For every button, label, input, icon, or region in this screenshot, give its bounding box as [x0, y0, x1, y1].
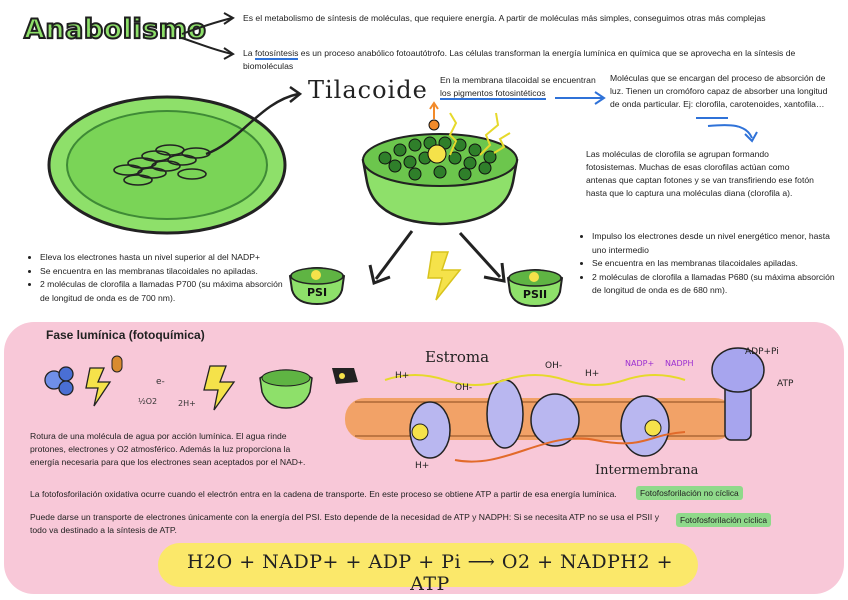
psii-item: Se encuentra en las membranas tilacoidal…: [592, 257, 837, 271]
pigments-location-line1: En la membrana tilacoidal se encuentran: [440, 74, 605, 87]
atp-label: ATP: [777, 379, 794, 389]
psii-list: Impulso los electrones desde un nivel en…: [580, 230, 837, 298]
pigments-underline: [690, 112, 770, 146]
hplus-label-3: H+: [415, 461, 429, 471]
hplus-label-2: H+: [585, 369, 599, 379]
header-arrows: [178, 8, 238, 63]
anabolismo-definition: Es el metabolismo de síntesis de molécul…: [243, 12, 833, 25]
hplus-label-1: H+: [395, 371, 409, 381]
antenna-description: Las moléculas de clorofila se agrupan fo…: [586, 148, 818, 200]
fotosintesis-prefix: La: [243, 48, 255, 58]
psi-item: 2 moléculas de clorofila a llamadas P700…: [40, 278, 285, 305]
ohminus-label-2: OH-: [455, 383, 472, 393]
nadp-label: NADP+: [625, 359, 654, 368]
fase-luminica-title: Fase lumínica (fotoquímica): [46, 328, 205, 342]
psi-icon: PSI: [286, 262, 348, 306]
tilacoide-label: Tilacoide: [308, 76, 428, 104]
e-label: e-: [156, 377, 165, 387]
water-photolysis-text: Rotura de una molécula de agua por acció…: [30, 430, 320, 469]
adp-label: ADP+Pi: [745, 347, 779, 357]
fotofosforilacion-text: La fotofosforilación oxidativa ocurre cu…: [30, 488, 630, 501]
psi-item: Eleva los electrones hasta un nivel supe…: [40, 251, 285, 265]
pigments-arrow: [552, 88, 612, 108]
twoh-label: 2H+: [178, 399, 196, 408]
thylakoid-light-rays: [420, 95, 520, 165]
chloroplast-arrow: [200, 82, 310, 162]
psii-item: Impulso los electrones desde un nivel en…: [592, 230, 837, 257]
estroma-label: Estroma: [425, 348, 489, 366]
fotosintesis-keyword: fotosíntesis: [255, 48, 298, 60]
ciclica-badge: Fotofosforilación cíclica: [676, 513, 771, 527]
psii-item: 2 moléculas de clorofila a llamadas P680…: [592, 271, 837, 298]
ciclica-text: Puede darse un transporte de electrones …: [30, 511, 675, 537]
psi-label: PSI: [307, 286, 327, 299]
nadph-label: NADPH: [665, 359, 693, 368]
photolysis-illustration: e- ½O2 2H+: [38, 348, 358, 418]
photosynthesis-equation: H2O + NADP+ + ADP + Pi ⟶ O2 + NADPH2 + A…: [170, 551, 690, 595]
psii-label: PSII: [523, 288, 547, 301]
psi-item: Se encuentra en las membranas tilacoidal…: [40, 265, 285, 279]
fotosintesis-rest: es un proceso anabólico fotoautótrofo. L…: [243, 48, 795, 71]
psii-icon: PSII: [504, 264, 566, 308]
electron-transport-diagram: H+ Estroma OH- H+ OH- NADP+ NADPH ADP+Pi…: [345, 340, 835, 480]
lightning-icon: [426, 248, 466, 304]
fotosintesis-definition: La fotosíntesis es un proceso anabólico …: [243, 47, 843, 73]
ohminus-label-1: OH-: [545, 361, 562, 371]
no-ciclica-badge: Fotofosforilación no cíclica: [636, 486, 743, 500]
o2-label: ½O2: [138, 397, 157, 406]
intermembrana-label: Intermembrana: [595, 463, 699, 478]
pigments-location-keyword: los pigmentos fotosintéticos: [440, 88, 546, 100]
psi-list: Eleva los electrones hasta un nivel supe…: [28, 251, 285, 305]
pigments-definition: Moléculas que se encargan del proceso de…: [610, 72, 830, 111]
